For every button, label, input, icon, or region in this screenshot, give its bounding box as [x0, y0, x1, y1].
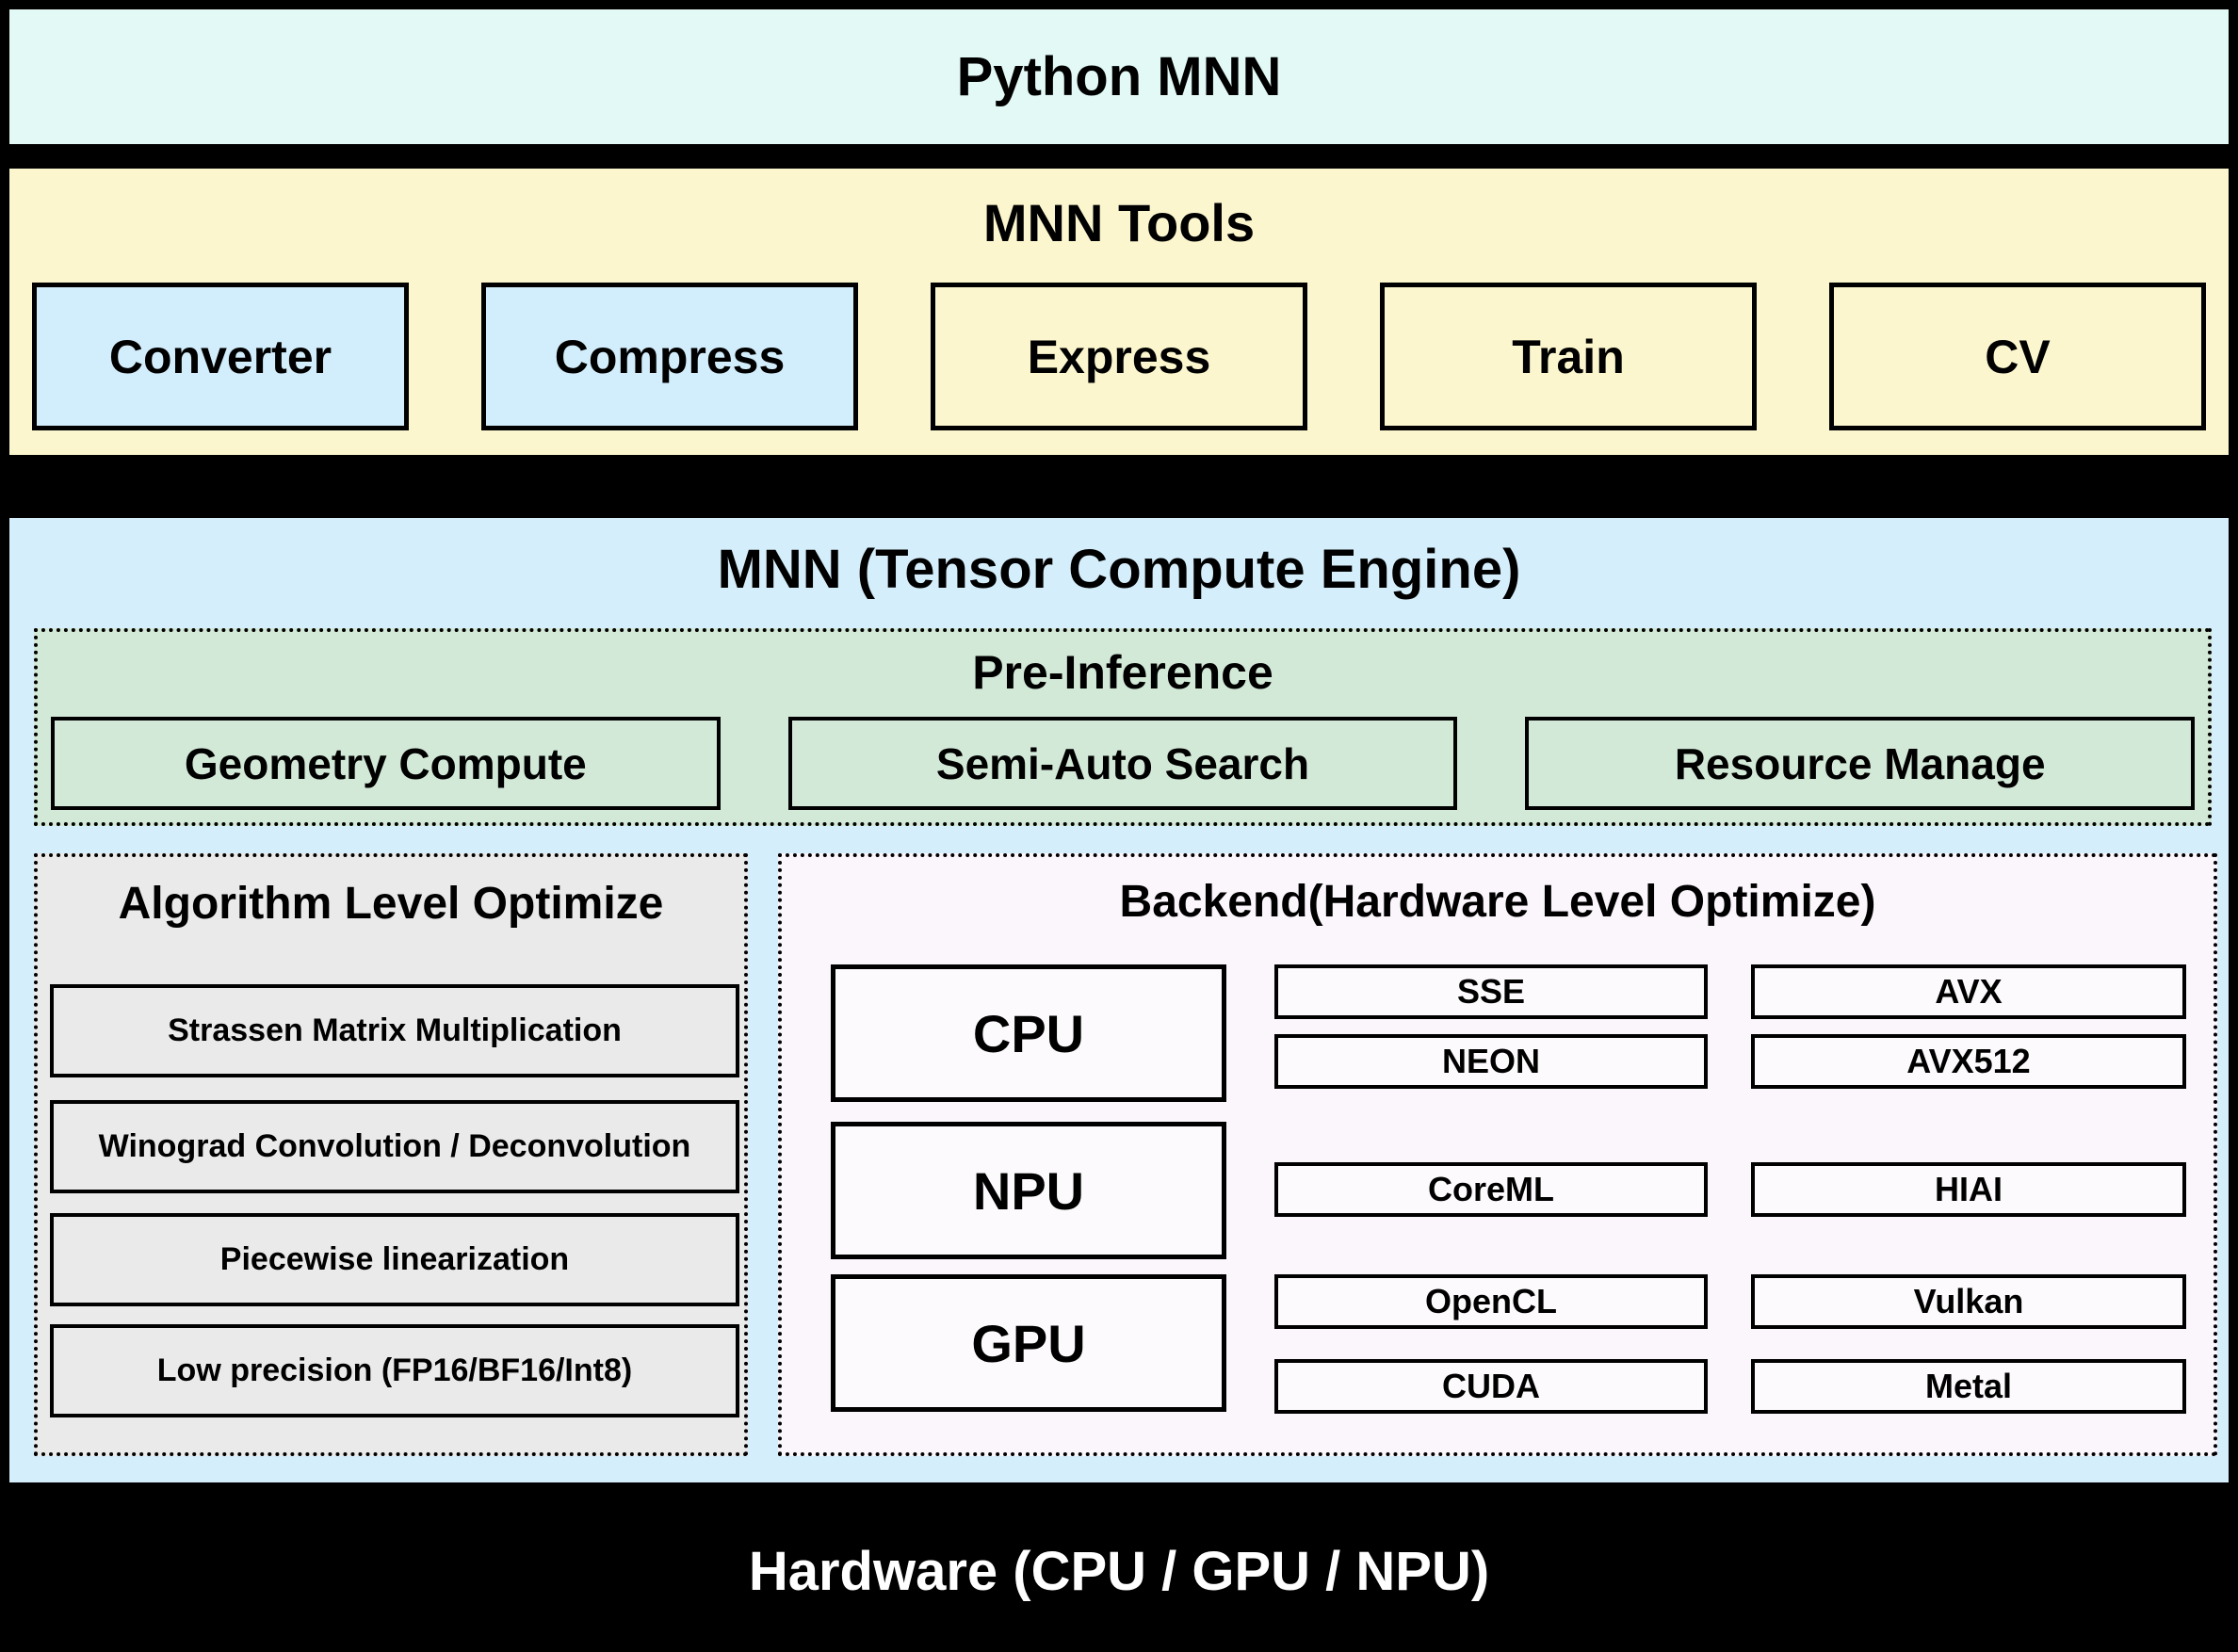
- tool-box-cv: CV: [1829, 283, 2206, 430]
- backend-section: Backend(Hardware Level Optimize) CPU NPU…: [778, 853, 2217, 1456]
- python-mnn-title: Python MNN: [956, 45, 1282, 107]
- hardware-band-title: Hardware (CPU / GPU / NPU): [748, 1541, 1490, 1602]
- tool-box-train: Train: [1380, 283, 1757, 430]
- tool-box-compress: Compress: [481, 283, 858, 430]
- algo-item-strassen: Strassen Matrix Multiplication: [50, 984, 739, 1077]
- algo-item-winograd: Winograd Convolution / Deconvolution: [50, 1100, 739, 1193]
- processor-box-gpu: GPU: [831, 1274, 1226, 1412]
- tool-box-express: Express: [931, 283, 1307, 430]
- accel-box-avx512: AVX512: [1751, 1034, 2186, 1089]
- pre-inference-section: Pre-Inference Geometry Compute Semi-Auto…: [34, 628, 2212, 826]
- tool-box-converter: Converter: [32, 283, 409, 430]
- python-mnn-band: Python MNN: [6, 6, 2232, 148]
- mnn-engine-title: MNN (Tensor Compute Engine): [717, 539, 1521, 600]
- algorithm-level-optimize-section: Algorithm Level Optimize Strassen Matrix…: [34, 853, 748, 1456]
- accel-box-opencl: OpenCL: [1274, 1274, 1708, 1329]
- accel-box-neon: NEON: [1274, 1034, 1708, 1089]
- accel-box-sse: SSE: [1274, 964, 1708, 1019]
- algo-item-piecewise: Piecewise linearization: [50, 1213, 739, 1306]
- accel-box-coreml: CoreML: [1274, 1162, 1708, 1217]
- accel-box-cuda: CUDA: [1274, 1359, 1708, 1414]
- pre-box-semi-auto-search: Semi-Auto Search: [787, 717, 1458, 810]
- accel-box-avx: AVX: [1751, 964, 2186, 1019]
- mnn-tools-band: MNN Tools Converter Compress Express Tra…: [6, 165, 2232, 459]
- pre-inference-row: Geometry Compute Semi-Auto Search Resour…: [38, 717, 2208, 810]
- algorithm-level-optimize-title: Algorithm Level Optimize: [118, 879, 664, 929]
- accel-box-hiai: HIAI: [1751, 1162, 2186, 1217]
- accel-box-vulkan: Vulkan: [1751, 1274, 2186, 1329]
- mnn-engine-band: MNN (Tensor Compute Engine) Pre-Inferenc…: [6, 514, 2232, 1486]
- pre-box-resource-manage: Resource Manage: [1525, 717, 2196, 810]
- backend-title: Backend(Hardware Level Optimize): [1119, 877, 1876, 927]
- pre-box-geometry-compute: Geometry Compute: [51, 717, 721, 810]
- processor-box-npu: NPU: [831, 1122, 1226, 1259]
- accel-box-metal: Metal: [1751, 1359, 2186, 1414]
- tools-row: Converter Compress Express Train CV: [9, 283, 2229, 430]
- pre-inference-title: Pre-Inference: [972, 646, 1273, 699]
- processor-box-cpu: CPU: [831, 964, 1226, 1102]
- mnn-tools-title: MNN Tools: [982, 193, 1256, 252]
- algo-item-low-precision: Low precision (FP16/BF16/Int8): [50, 1324, 739, 1417]
